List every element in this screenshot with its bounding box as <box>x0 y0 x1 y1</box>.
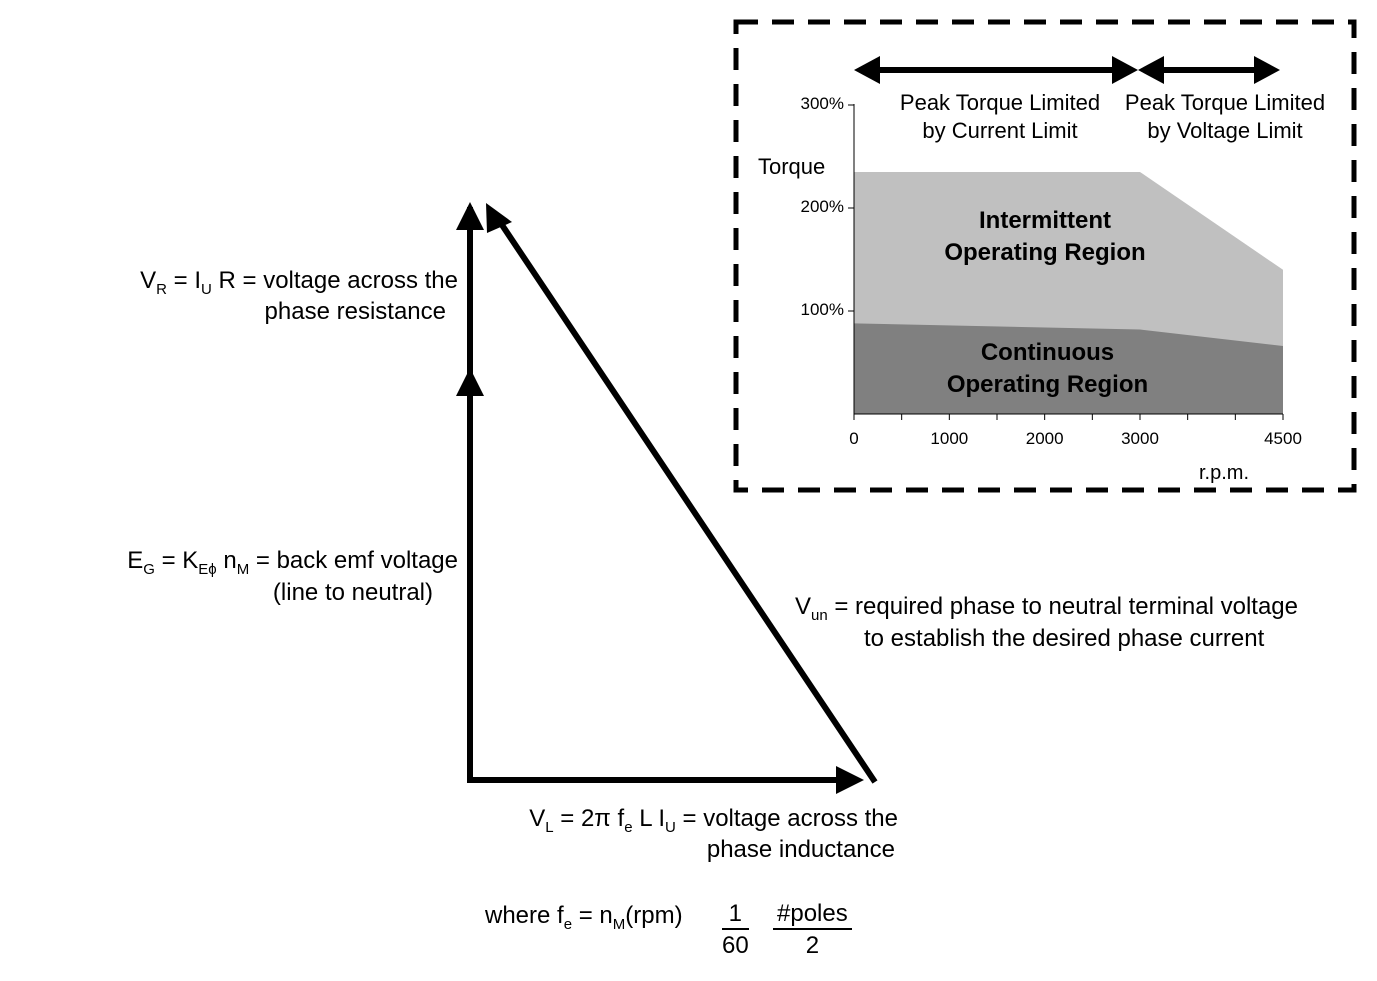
intermittent-line1: Intermittent <box>979 207 1111 234</box>
peak-current-limit-label: Peak Torque Limited by Current Limit <box>885 89 1115 145</box>
where-eq: = n <box>572 902 613 929</box>
frac1-numerator: 1 <box>722 900 749 930</box>
vun-label: Vun = required phase to neutral terminal… <box>795 591 1298 623</box>
y-tick-label: 100% <box>800 300 844 319</box>
continuous-region-label: Continuous Operating Region <box>905 337 1190 401</box>
vl-sub: L <box>545 819 554 836</box>
intermittent-line2: Operating Region <box>944 239 1146 266</box>
where-sub: e <box>563 916 573 933</box>
continuous-line1: Continuous <box>980 339 1115 366</box>
eg-sub3: M <box>236 561 250 578</box>
vr-sub2: U <box>201 281 212 298</box>
eg-mid: n <box>216 547 237 574</box>
fraction-1-over-60: 1 60 <box>722 900 749 962</box>
vun-symbol: V <box>795 593 812 620</box>
frac2-numerator: #poles <box>773 900 852 930</box>
vun-sub: un <box>811 607 828 624</box>
terminal-voltage-arrowhead <box>486 203 512 233</box>
inductance-voltage-arrowhead <box>836 766 864 794</box>
frac1-denominator: 60 <box>722 932 749 959</box>
vun-label-line2: to establish the desired phase current <box>864 625 1265 652</box>
continuous-area <box>854 323 1283 414</box>
peak-voltage-line1: Peak Torque Limited <box>1124 90 1326 115</box>
peak-voltage-limit-label: Peak Torque Limited by Voltage Limit <box>1110 89 1340 145</box>
vl-desc: = voltage across the <box>675 805 898 832</box>
peak-current-line1: Peak Torque Limited <box>899 90 1101 115</box>
vl-sub2: e <box>624 819 633 836</box>
eg-desc: = back emf voltage <box>249 547 458 574</box>
vl-mid: L I <box>632 805 666 832</box>
x-tick-label: 0 <box>849 429 859 448</box>
vl-symbol: V <box>529 805 546 832</box>
x-axis-title: r.p.m. <box>1199 462 1250 484</box>
vr-label: VR = IU R = voltage across the <box>60 265 458 297</box>
where-rest: (rpm) <box>625 902 683 929</box>
inset-frame <box>733 19 1357 493</box>
frac2-denominator: 2 <box>805 932 820 959</box>
vl-label-line2: phase inductance <box>706 836 895 863</box>
vl-eq: = 2π f <box>553 805 625 832</box>
intermittent-region-label: Intermittent Operating Region <box>905 205 1185 269</box>
x-tick-label: 4500 <box>1264 429 1302 448</box>
y-tick-label: 200% <box>800 197 844 216</box>
terminal-voltage-vector <box>497 220 878 784</box>
eg-sub2: Eϕ <box>198 561 217 578</box>
eg-sub: G <box>143 561 155 578</box>
torque-speed-chart <box>848 104 1284 420</box>
where-prefix: where f <box>485 902 564 929</box>
eg-label: EG = KEϕ nM = back emf voltage <box>40 545 458 577</box>
resistance-voltage-arrowhead <box>456 202 484 230</box>
vl-label: VL = 2π fe L IU = voltage across the <box>440 803 898 835</box>
peak-voltage-line2: by Voltage Limit <box>1147 118 1303 143</box>
vr-label-line2: phase resistance <box>264 298 446 325</box>
x-tick-label: 1000 <box>930 429 969 448</box>
current-limit-arrowhead-left <box>854 56 880 84</box>
y-tick-label: 300% <box>800 94 844 113</box>
eg-symbol: E <box>127 547 144 574</box>
current-limit-arrowhead-right <box>1112 56 1138 84</box>
fraction-poles-over-2: #poles 2 <box>773 900 852 962</box>
x-tick-label: 2000 <box>1025 429 1064 448</box>
where-sub2: M <box>612 916 626 933</box>
vr-desc: R = voltage across the <box>211 267 458 294</box>
eg-eq: = K <box>154 547 199 574</box>
where-formula: where fe = nM(rpm) <box>485 900 683 932</box>
vr-eq: = I <box>166 267 202 294</box>
vr-sub: R <box>156 281 167 298</box>
y-axis-title: Torque <box>758 154 826 179</box>
vun-desc: = required phase to neutral terminal vol… <box>827 593 1298 620</box>
x-tick-label: 3000 <box>1121 429 1159 448</box>
voltage-limit-arrowhead-right <box>1254 56 1280 84</box>
voltage-limit-arrowhead-left <box>1138 56 1164 84</box>
continuous-line2: Operating Region <box>946 371 1149 398</box>
back-emf-arrowhead <box>456 368 484 396</box>
peak-current-line2: by Current Limit <box>922 118 1078 143</box>
eg-label-line2: (line to neutral) <box>272 579 433 606</box>
vr-symbol: V <box>140 267 157 294</box>
vl-sub3: U <box>665 819 676 836</box>
